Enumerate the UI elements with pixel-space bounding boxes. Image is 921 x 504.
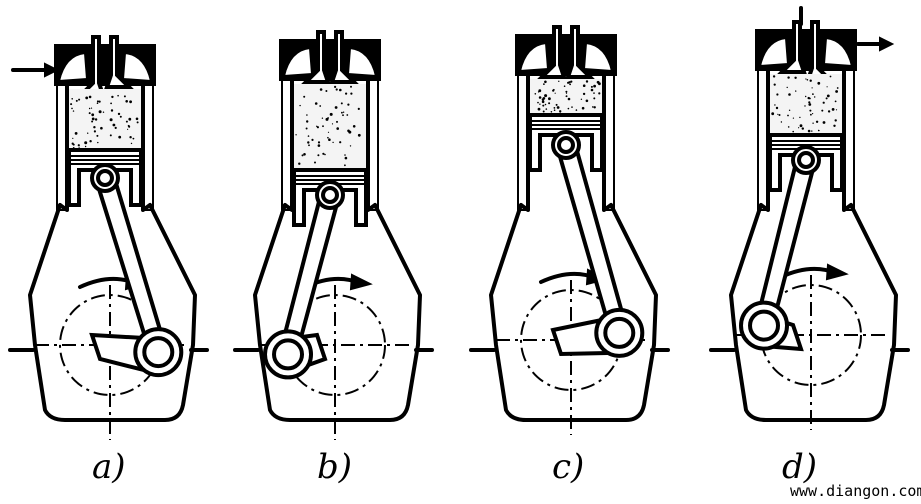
exhaust-port	[582, 41, 614, 73]
panel-label-b: b)	[317, 447, 352, 487]
piston-pin	[557, 136, 575, 154]
intake-port	[282, 46, 314, 78]
charge-speckle	[295, 85, 361, 167]
piston-pin	[321, 186, 339, 204]
intake-valve	[301, 30, 331, 84]
crank-pin	[603, 316, 636, 349]
rotation-arrowhead	[349, 273, 373, 291]
watermark: www.diangon.com	[790, 482, 921, 500]
engine-panel-a: a)	[8, 35, 209, 487]
panel-label-a: a)	[92, 447, 126, 487]
crankcase-outline	[729, 203, 898, 422]
cylinder-wall-right	[602, 73, 613, 212]
crank-pin	[142, 336, 175, 369]
charge-speckle	[534, 80, 601, 113]
crankcase-outline	[489, 203, 658, 422]
piston-pin	[96, 169, 114, 187]
cylinder-wall-right	[141, 83, 152, 212]
exhaust-valve	[329, 30, 359, 84]
panel-label-c: c)	[552, 447, 584, 487]
cylinder-wall-left	[58, 83, 69, 212]
exhaust-valve	[104, 35, 134, 89]
intake-port	[758, 36, 790, 68]
intake-valve	[537, 25, 567, 79]
exhaust-port	[121, 51, 153, 83]
exhaust-flow-arrowhead	[879, 36, 895, 52]
intake-port	[57, 51, 89, 83]
charge-speckle	[771, 75, 839, 133]
crankcase-outline	[28, 203, 197, 422]
piston-pin	[797, 151, 815, 169]
intake-flow-arrowhead	[44, 62, 60, 78]
cylinder-wall-left	[759, 68, 770, 212]
crank-pin	[748, 309, 781, 342]
crankcase-outline	[253, 203, 422, 422]
crank-pin	[272, 338, 305, 371]
cylinder-wall-right	[366, 78, 377, 212]
rotation-arrowhead	[825, 263, 849, 281]
exhaust-port	[822, 36, 854, 68]
cylinder-charge	[530, 79, 602, 115]
cylinder-charge	[770, 74, 842, 135]
engine-panel-c: c)	[469, 25, 670, 487]
engine-panel-b: b)	[233, 30, 434, 487]
panel-label-d: d)	[782, 447, 817, 487]
intake-port	[518, 41, 550, 73]
cylinder-wall-left	[283, 78, 294, 212]
exhaust-port	[346, 46, 378, 78]
cylinder-wall-left	[519, 73, 530, 212]
cylinder-wall-right	[842, 68, 853, 212]
exhaust-valve	[565, 25, 595, 79]
engine-panel-d: d)	[709, 6, 910, 487]
